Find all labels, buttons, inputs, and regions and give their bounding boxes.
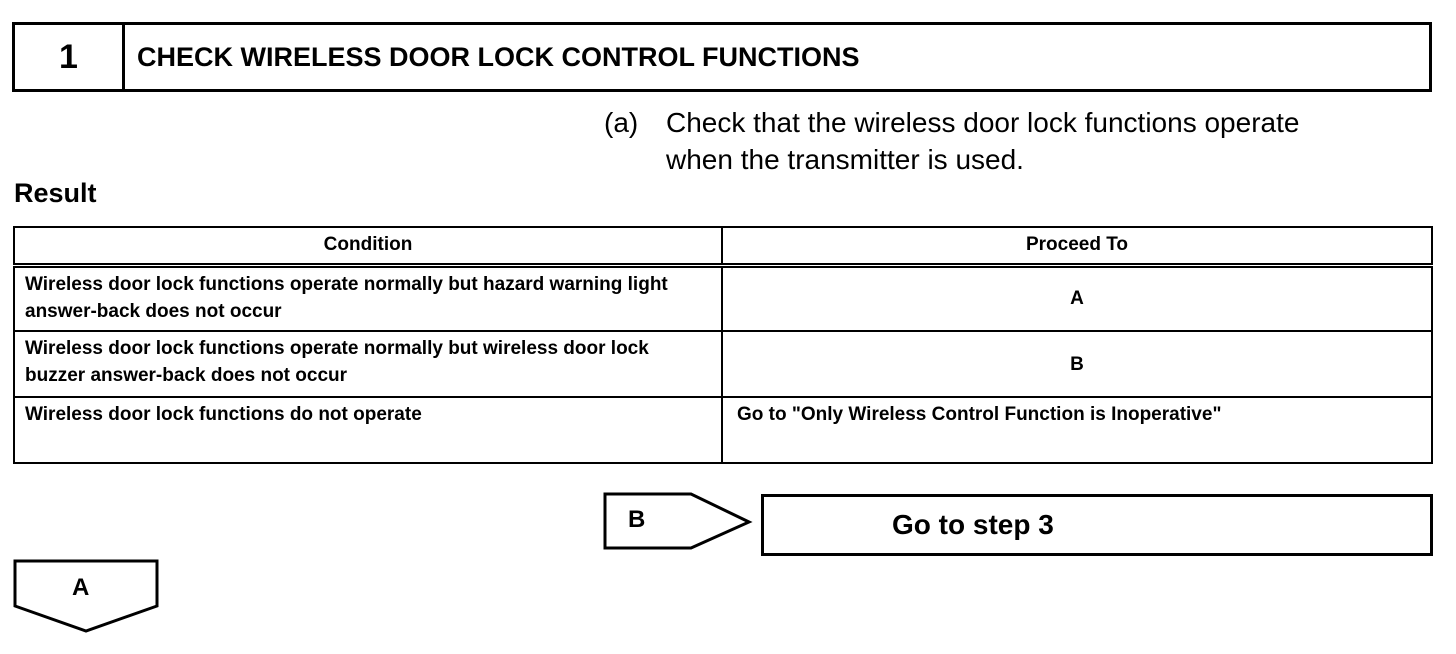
condition-cell: Wireless door lock functions operate nor… xyxy=(13,330,723,398)
flow-a-label: A xyxy=(72,574,90,601)
table-header-row: Condition Proceed To xyxy=(13,226,1433,268)
proceed-cell: B xyxy=(721,330,1433,398)
instruction: (a) Check that the wireless door lock fu… xyxy=(604,104,1404,178)
proceed-cell: Go to "Only Wireless Control Function is… xyxy=(721,396,1433,464)
condition-cell: Wireless door lock functions operate nor… xyxy=(13,264,723,332)
table-row: Wireless door lock functions operate nor… xyxy=(13,264,1433,332)
step-number: 1 xyxy=(15,25,125,89)
table-row: Wireless door lock functions operate nor… xyxy=(13,330,1433,398)
step-header: 1 CHECK WIRELESS DOOR LOCK CONTROL FUNCT… xyxy=(12,22,1432,92)
goto-step-text: Go to step 3 xyxy=(892,509,1054,540)
goto-step-box: Go to step 3 xyxy=(761,494,1433,556)
instruction-marker: (a) xyxy=(604,107,639,138)
result-table: Condition Proceed To Wireless door lock … xyxy=(13,226,1433,464)
column-header-condition: Condition xyxy=(13,226,723,268)
flow-a-arrow-icon xyxy=(13,559,159,633)
instruction-text: Check that the wireless door lock functi… xyxy=(666,107,1300,175)
flow-b-arrow-icon xyxy=(603,492,753,550)
flow-b-label: B xyxy=(628,506,646,533)
result-heading: Result xyxy=(14,178,97,208)
column-header-proceed-to: Proceed To xyxy=(721,226,1433,268)
table-row: Wireless door lock functions do not oper… xyxy=(13,396,1433,464)
step-title: CHECK WIRELESS DOOR LOCK CONTROL FUNCTIO… xyxy=(137,41,860,72)
condition-cell: Wireless door lock functions do not oper… xyxy=(13,396,723,464)
proceed-cell: A xyxy=(721,264,1433,332)
